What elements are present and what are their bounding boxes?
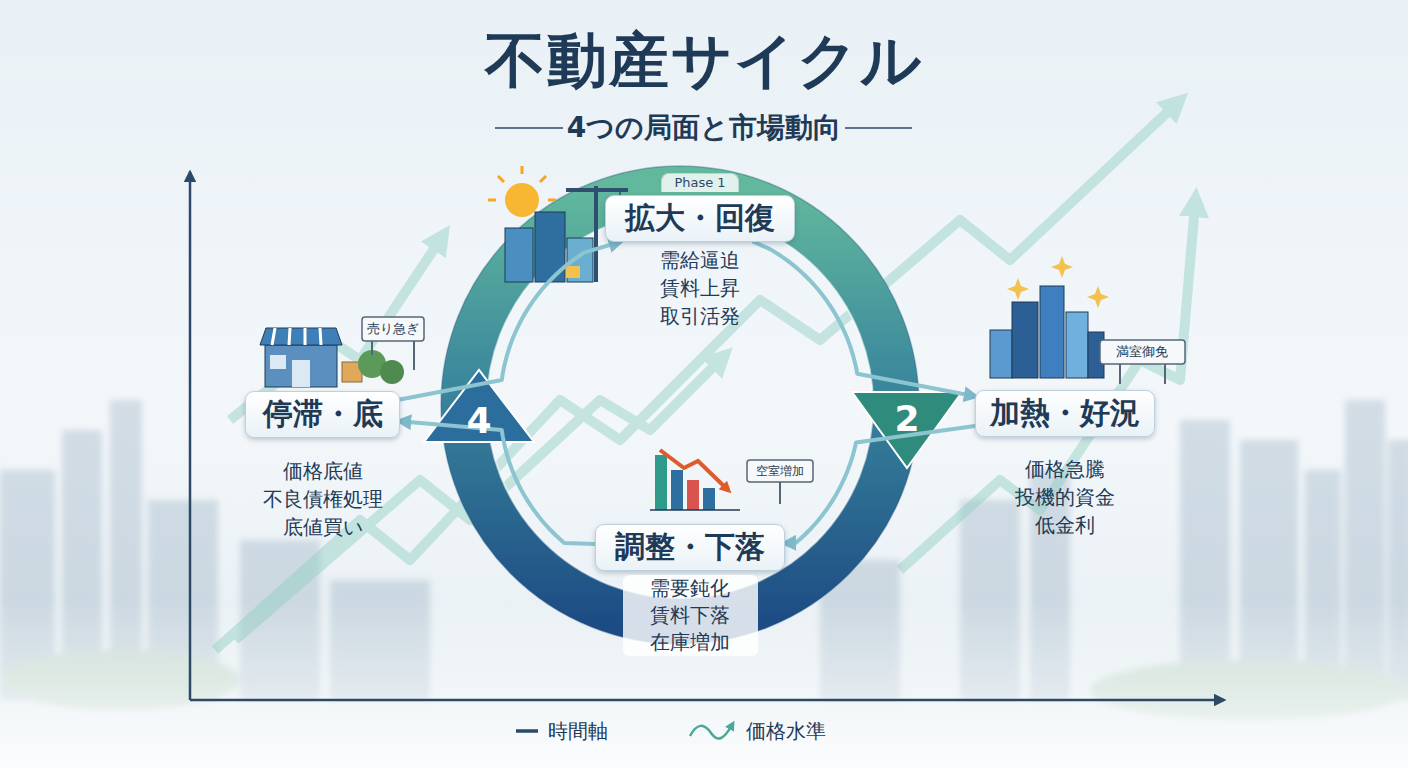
legend-label: 価格水準 [746, 719, 826, 743]
callout-number: 4 [466, 400, 491, 441]
sign-board [1100, 340, 1185, 364]
sparkle [1051, 256, 1073, 278]
sign-post [413, 341, 415, 370]
sun [505, 183, 539, 217]
sign-text: 売り急ぎ [367, 320, 419, 338]
shop-window [270, 355, 286, 369]
time-axis [190, 699, 1224, 702]
legend-label: 時間軸 [548, 719, 608, 743]
cycle-arrow [400, 421, 595, 544]
sparkle [1087, 286, 1109, 308]
sign-post [371, 341, 373, 355]
phase-details: 価格急騰 投機的資金 低金利 [998, 455, 1133, 539]
sign-board [747, 460, 813, 482]
phase-details: 価格底値 不良債権処理 底値買い [253, 457, 393, 541]
sparkle [1007, 278, 1029, 300]
chart-bar [703, 488, 715, 510]
cycle-arrow [400, 242, 620, 400]
price-zigzag [215, 105, 1195, 650]
skyscraper-icon [990, 256, 1185, 384]
building [990, 330, 1012, 378]
building [1066, 312, 1088, 378]
phase-heading: 加熱・好況 [975, 390, 1155, 437]
phase-node: 停滞・底価格底値 不良債権処理 底値買い [245, 391, 400, 541]
legend-sample [690, 725, 732, 739]
sign-text: 空室増加 [756, 463, 804, 480]
sign-post [779, 482, 781, 504]
phase-node: 調整・下落需要鈍化 賃料下落 在庫増加 [595, 524, 785, 656]
phase-details: 需給逼迫 賃料上昇 取引活発 [633, 246, 768, 330]
phase-node: Phase 1 拡大・回復需給逼迫 賃料上昇 取引活発 [605, 173, 795, 330]
shop-icon [260, 317, 424, 387]
subtitle-rule [845, 127, 912, 129]
building [1012, 302, 1038, 378]
ring-arrowhead [852, 392, 962, 468]
cycle-arrow [785, 426, 975, 543]
chart-bar [671, 470, 683, 510]
phase-tab: Phase 1 [661, 173, 738, 192]
sign-board [362, 317, 424, 341]
title: 不動産サイクル [0, 24, 1408, 96]
chart-baseline [650, 509, 740, 511]
crane-jib [566, 188, 628, 192]
sign-text: 満室御免 [1116, 343, 1168, 361]
ring-arrowhead [424, 370, 534, 442]
bush [380, 360, 404, 384]
callout-number: 2 [894, 398, 919, 439]
price-trend-arrow [900, 205, 1195, 570]
shop-door [292, 360, 310, 387]
vertical-axis [189, 172, 192, 700]
building [567, 238, 593, 282]
subtitle: 4つの局面と市場動向 [567, 109, 841, 147]
phase-heading: 停滞・底 [245, 391, 400, 438]
sun-ray [521, 166, 524, 174]
price-trend-arrow [215, 105, 1175, 650]
chart-bar [655, 455, 667, 510]
phase-heading: 調整・下落 [595, 524, 785, 571]
sign-post [1119, 364, 1121, 384]
crate [566, 266, 580, 278]
building [535, 212, 565, 282]
building [1040, 286, 1064, 378]
cycle-arrow [754, 242, 975, 396]
sun-ray [548, 199, 556, 202]
awning-stripes [272, 328, 321, 345]
crane-mast [594, 186, 598, 282]
building [505, 228, 533, 282]
subtitle-rule [495, 127, 563, 129]
legend-sample [516, 729, 538, 733]
phase-node: 加熱・好況価格急騰 投機的資金 低金利 [975, 390, 1155, 539]
falling-chart-icon [650, 450, 813, 510]
falling-arrow [660, 450, 728, 490]
ring-inner-edge [487, 212, 873, 598]
cycle-ring [464, 189, 896, 621]
sun-ray [540, 176, 546, 182]
phase-heading: 拡大・回復 [605, 195, 795, 242]
phase-details: 需要鈍化 賃料下落 在庫増加 [623, 575, 758, 656]
chart-bar [687, 480, 699, 510]
sun-ray [498, 176, 504, 182]
sun-ray [488, 199, 496, 202]
shop-wall [265, 345, 337, 387]
awning [260, 328, 342, 345]
sign-post [1164, 364, 1166, 384]
ring-outer-edge [441, 166, 919, 644]
